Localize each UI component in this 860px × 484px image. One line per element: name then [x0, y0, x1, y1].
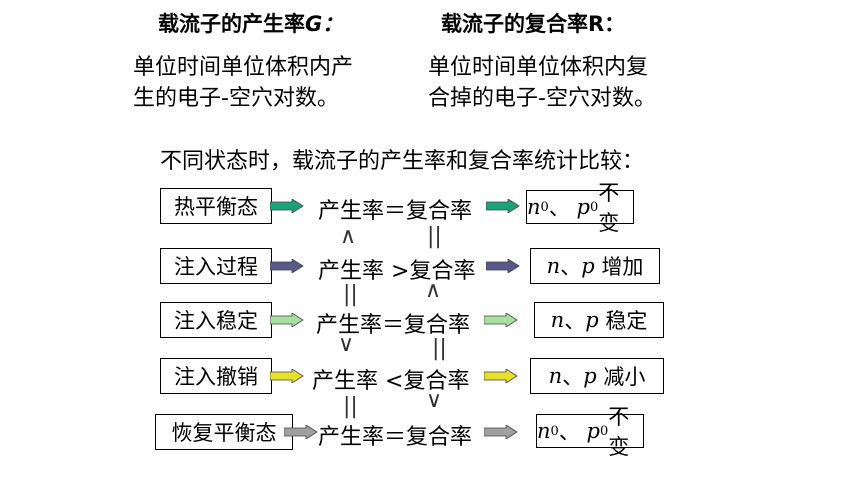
relation-symbol: < — [385, 369, 404, 394]
recombination-rate-label: 复合率 — [409, 259, 476, 284]
state-box-injection-steady: 注入稳定 — [160, 302, 272, 338]
arrow-icon — [484, 313, 518, 327]
result-var-p: p — [586, 419, 600, 443]
state-box-restore-equilibrium: 恢复平衡态 — [155, 414, 293, 450]
arrow-icon — [270, 199, 304, 213]
result-var-p: p — [583, 364, 597, 388]
result-separator: 、 — [564, 309, 586, 333]
result-subscript: 0 — [550, 423, 559, 439]
generation-definition: 单位时间单位体积内产 生的电子-空穴对数。 — [133, 52, 353, 114]
result-subscript: 0 — [599, 423, 609, 439]
generation-rate-heading: 载流子的产生率G： — [158, 8, 343, 38]
generation-definition-line-2: 生的电子-空穴对数。 — [133, 86, 339, 111]
relation-symbol: ＝ — [382, 313, 405, 338]
rate-equation-row-3: 产生率＝复合率 — [316, 307, 470, 339]
result-var-n: n — [548, 364, 563, 388]
rate-equation-row-5: 产生率＝复合率 — [318, 419, 472, 451]
arrow-icon — [284, 425, 318, 439]
result-text: 不变 — [598, 181, 620, 235]
state-box-injection-process: 注入过程 — [160, 248, 272, 284]
generation-rate-label: 产生率 — [318, 259, 385, 284]
recombination-rate-label: 复合率 — [406, 199, 473, 224]
result-separator: 、 — [548, 196, 570, 220]
generation-definition-line-1: 单位时间单位体积内产 — [133, 55, 354, 80]
result-text: 不变 — [608, 405, 630, 459]
arrow-icon — [486, 199, 520, 213]
recombination-rate-heading: 载流子的复合率R： — [441, 12, 626, 36]
state-box-injection-removal: 注入撤销 — [160, 358, 272, 394]
result-var-n: n — [537, 419, 551, 443]
result-var-n: n — [550, 308, 565, 332]
result-subscript: 0 — [540, 199, 549, 215]
connector-caret-up: ∧ — [425, 278, 442, 303]
rate-equation-row-1: 产生率＝复合率 — [318, 193, 472, 225]
result-box-row-3: n、p 稳定 — [534, 302, 664, 338]
generation-rate-label: 产生率 — [316, 313, 383, 338]
result-text: 减小 — [603, 365, 646, 389]
state-box-thermal-equilibrium: 热平衡态 — [160, 188, 272, 224]
connector-equal: || — [427, 224, 442, 249]
generation-rate-label: 产生率 — [318, 425, 385, 450]
result-separator: 、 — [562, 365, 584, 389]
rate-equation-row-2: 产生率 >复合率 — [318, 253, 475, 285]
recombination-rate-label: 复合率 — [404, 313, 471, 338]
result-var-n: n — [527, 195, 541, 219]
connector-caret-up: ∧ — [340, 224, 357, 249]
result-var-n: n — [546, 254, 561, 278]
result-text: 增加 — [601, 255, 644, 279]
relation-symbol: ＝ — [384, 425, 407, 450]
rate-equation-row-4: 产生率 <复合率 — [312, 363, 469, 395]
connector-equal: || — [432, 336, 447, 361]
result-var-p: p — [585, 308, 599, 332]
relation-symbol: > — [391, 259, 410, 284]
result-var-p: p — [581, 254, 595, 278]
recombination-rate-label: 复合率 — [406, 425, 473, 450]
arrow-icon — [486, 259, 520, 273]
arrow-icon — [270, 369, 304, 383]
recombination-definition-line-1: 单位时间单位体积内复 — [428, 55, 649, 80]
connector-equal: || — [343, 394, 358, 419]
arrow-icon — [484, 425, 518, 439]
generation-rate-label: 产生率 — [318, 199, 385, 224]
comparison-title: 不同状态时，载流子的产生率和复合率统计比较： — [160, 149, 645, 174]
result-box-row-2: n、p 增加 — [530, 248, 660, 284]
result-separator: 、 — [560, 255, 582, 279]
result-box-row-4: n、p 减小 — [530, 358, 664, 394]
recombination-definition-line-2: 合掉的电子-空穴对数。 — [428, 86, 656, 111]
generation-symbol: G： — [305, 12, 344, 36]
recombination-definition: 单位时间单位体积内复 合掉的电子-空穴对数。 — [428, 52, 656, 114]
generation-rate-label: 产生率 — [312, 369, 379, 394]
result-text: 稳定 — [605, 309, 648, 333]
result-separator: 、 — [558, 420, 580, 444]
result-var-p: p — [576, 195, 590, 219]
relation-symbol: ＝ — [384, 199, 407, 224]
arrow-icon — [270, 313, 304, 327]
connector-caret-down: ∨ — [338, 332, 355, 357]
recombination-rate-label: 复合率 — [403, 369, 470, 394]
arrow-icon — [270, 259, 304, 273]
connector-equal: || — [343, 282, 358, 307]
result-subscript: 0 — [589, 199, 599, 215]
connector-caret-down: ∨ — [426, 388, 443, 413]
arrow-icon — [484, 369, 518, 383]
generation-heading-text: 载流子的产生率 — [158, 12, 305, 36]
